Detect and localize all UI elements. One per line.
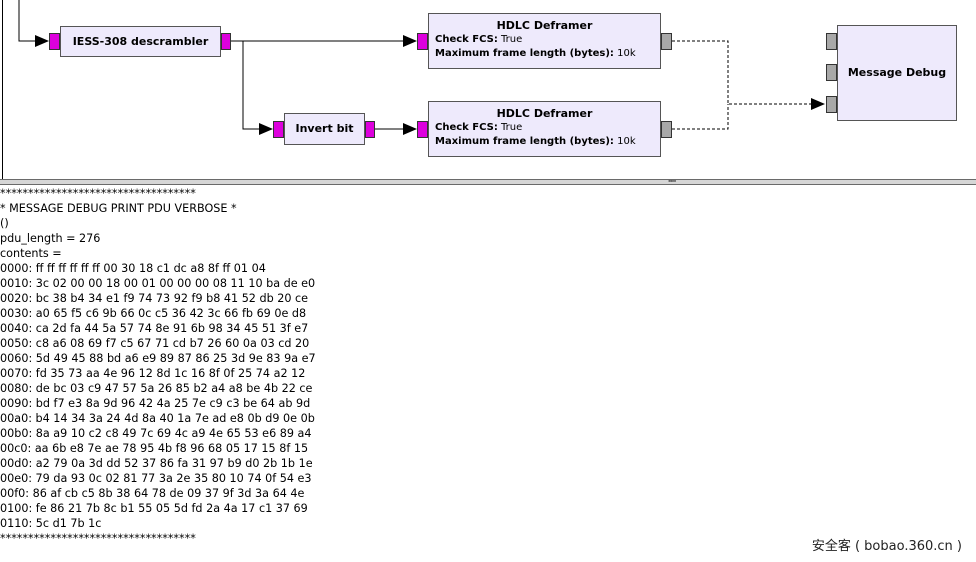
console-line: 0040: ca 2d fa 44 5a 57 74 8e 91 6b 98 3… xyxy=(0,322,309,335)
console-text: *********************************** * MES… xyxy=(0,186,976,546)
console-line: * MESSAGE DEBUG PRINT PDU VERBOSE * xyxy=(0,202,237,215)
deframer-top-title: HDLC Deframer xyxy=(496,19,593,32)
console-line: 0070: fd 35 73 aa 4e 96 12 8d 1c 16 8f 0… xyxy=(0,367,306,380)
canvas-left-border xyxy=(2,0,3,179)
console-line: 0080: de bc 03 c9 47 57 5a 26 85 b2 a4 a… xyxy=(0,382,313,395)
deframer-bottom-title: HDLC Deframer xyxy=(496,107,593,120)
console-line: *********************************** xyxy=(0,187,196,200)
check-fcs-label: Check FCS: xyxy=(435,34,498,45)
console-line: 0010: 3c 02 00 00 18 00 01 00 00 00 08 1… xyxy=(0,277,316,290)
console-line: 00c0: aa 6b e8 7e ae 78 95 4b f8 96 68 0… xyxy=(0,442,309,455)
console-line: 0110: 5c d1 7b 1c xyxy=(0,517,102,530)
deframer-top-max-length: Maximum frame length (bytes): 10k xyxy=(429,47,660,61)
console-line: 00f0: 86 af cb c5 8b 38 64 78 de 09 37 9… xyxy=(0,487,305,500)
debug-port-store[interactable] xyxy=(826,33,837,50)
console-line: 0000: ff ff ff ff ff ff 00 30 18 c1 dc a… xyxy=(0,262,266,275)
console-line: () xyxy=(0,217,9,230)
console-line: 0100: fe 86 21 7b 8c b1 55 05 5d fd 2a 4… xyxy=(0,502,308,515)
deframer-bottom-check-fcs: Check FCS: True xyxy=(429,121,660,135)
max-length-value: 10k xyxy=(617,48,636,59)
deframer-top-check-fcs: Check FCS: True xyxy=(429,33,660,47)
descrambler-input-port[interactable] xyxy=(49,33,60,50)
console-line: 0020: bc 38 b4 34 e1 f9 74 73 92 f9 b8 4… xyxy=(0,292,309,305)
descrambler-output-port[interactable] xyxy=(221,33,231,50)
max-length-value: 10k xyxy=(617,136,636,147)
invert-input-port[interactable] xyxy=(273,121,284,138)
deframer-bottom-input-port[interactable] xyxy=(417,121,428,138)
console-line: pdu_length = 276 xyxy=(0,232,101,245)
watermark-text: 安全客 ( bobao.360.cn ) xyxy=(811,539,962,554)
descrambler-block[interactable]: IESS-308 descrambler xyxy=(60,26,221,57)
flowgraph-canvas[interactable]: IESS-308 descrambler Invert bit HDLC Def… xyxy=(0,0,976,179)
console-line: 00e0: 79 da 93 0c 02 81 77 3a 2e 35 80 1… xyxy=(0,472,312,485)
debug-port-print[interactable] xyxy=(826,64,837,81)
max-length-label: Maximum frame length (bytes): xyxy=(435,48,614,59)
message-debug-title: Message Debug xyxy=(847,66,947,79)
deframer-bottom-max-length: Maximum frame length (bytes): 10k xyxy=(429,135,660,149)
console-line: 00d0: a2 79 0a 3d dd 52 37 86 fa 31 97 b… xyxy=(0,457,313,470)
deframer-bottom-output-port[interactable] xyxy=(661,121,672,138)
hdlc-deframer-top-block[interactable]: HDLC Deframer Check FCS: True Maximum fr… xyxy=(428,13,661,69)
check-fcs-value: True xyxy=(501,122,523,133)
wire-descrambler-to-invert[interactable] xyxy=(242,41,273,135)
console-line: 00a0: b4 14 34 3a 24 4d 8a 40 1a 7e ad e… xyxy=(0,412,315,425)
invert-bit-block[interactable]: Invert bit xyxy=(284,113,365,145)
invert-bit-title: Invert bit xyxy=(295,122,354,135)
descrambler-title: IESS-308 descrambler xyxy=(72,35,209,48)
message-debug-block[interactable]: Message Debug xyxy=(837,25,957,121)
splitter-grip-icon[interactable]: '''''''' xyxy=(668,179,676,187)
pane-splitter[interactable]: '''''''' xyxy=(0,179,976,187)
console-line: contents = xyxy=(0,247,62,260)
console-line: *********************************** xyxy=(0,532,196,545)
console-line: 00b0: 8a a9 10 c2 c8 49 7c 69 4c a9 4e 6… xyxy=(0,427,312,440)
debug-port-print-pdu[interactable] xyxy=(826,96,837,113)
deframer-top-output-port[interactable] xyxy=(661,33,672,50)
msg-wire-deframer-bottom-to-debug[interactable] xyxy=(672,104,729,130)
console-line: 0050: c8 a6 08 69 f7 c5 67 71 cd b7 26 6… xyxy=(0,337,310,350)
console-output: *********************************** * MES… xyxy=(0,186,976,562)
check-fcs-label: Check FCS: xyxy=(435,122,498,133)
console-line: 0060: 5d 49 45 88 bd a6 e9 89 87 86 25 3… xyxy=(0,352,316,365)
console-line: 0090: bd f7 e3 8a 9d 96 42 4a 25 7e c9 c… xyxy=(0,397,311,410)
check-fcs-value: True xyxy=(501,34,523,45)
connection-layer xyxy=(18,0,825,135)
max-length-label: Maximum frame length (bytes): xyxy=(435,136,614,147)
hdlc-deframer-bottom-block[interactable]: HDLC Deframer Check FCS: True Maximum fr… xyxy=(428,101,661,157)
wire-input-to-descrambler[interactable] xyxy=(18,0,49,47)
deframer-top-input-port[interactable] xyxy=(417,33,428,50)
msg-wire-deframer-top-to-debug[interactable] xyxy=(672,40,825,110)
console-line: 0030: a0 65 f5 c6 9b 66 0c c5 36 42 3c 6… xyxy=(0,307,307,320)
invert-output-port[interactable] xyxy=(365,121,375,138)
